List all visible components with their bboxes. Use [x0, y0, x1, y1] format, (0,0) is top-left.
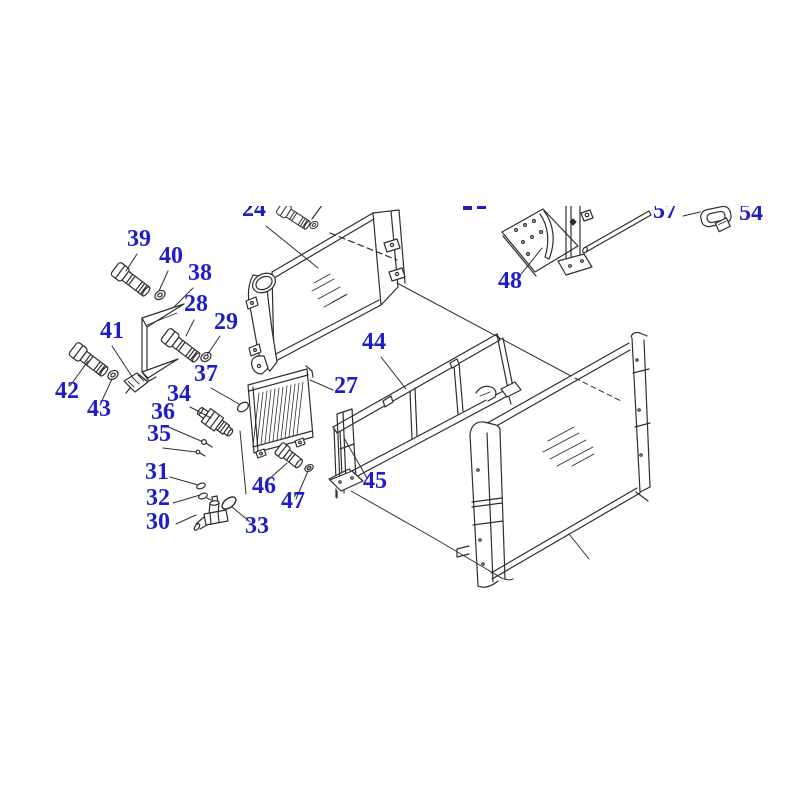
- part-label-45: 45: [363, 468, 387, 494]
- part-label-39: 39: [127, 226, 151, 252]
- rod-57-drawing: [582, 210, 652, 254]
- fitting-34-drawing: [196, 407, 234, 437]
- plug-46-drawing: [274, 442, 304, 469]
- part-label-35: 35: [147, 421, 171, 447]
- part-label-30: 30: [146, 509, 170, 535]
- screw-36-drawing: [201, 439, 213, 448]
- stay-48-drawing: [501, 206, 594, 277]
- washer-43-drawing: [105, 367, 121, 383]
- part-label-44: 44: [362, 329, 386, 355]
- part-label-40: 40: [159, 243, 183, 269]
- radiator-24-drawing: [245, 209, 406, 375]
- washer-40-drawing: [152, 287, 168, 303]
- part-label-47: 47: [281, 488, 305, 514]
- core-right-hatch: [542, 426, 595, 467]
- radiator-core-hatch: [311, 273, 348, 308]
- screw-35-drawing: [195, 449, 206, 457]
- part-label-38: 38: [188, 260, 212, 286]
- part-label-37: 37: [194, 361, 218, 387]
- clipped-label-fragment-1: [463, 206, 472, 210]
- plug-47-drawing: [304, 463, 314, 473]
- part-label-29: 29: [214, 309, 238, 335]
- part-label-24: 24: [242, 196, 266, 222]
- radiator-core-right-drawing: [456, 331, 651, 588]
- part-label-54: 54: [739, 200, 763, 226]
- part-label-34: 34: [167, 381, 191, 407]
- oil-cooler-core-hatch: [252, 381, 304, 447]
- elbow-30-drawing: [193, 495, 229, 531]
- ring-31-drawing: [196, 482, 206, 490]
- part-label-57: 57: [653, 198, 677, 224]
- bracket-38-drawing: [141, 303, 185, 382]
- part-label-32: 32: [146, 485, 170, 511]
- ring-32-drawing: [198, 492, 212, 501]
- part-label-33: 33: [245, 513, 269, 539]
- part-label-27: 27: [334, 373, 358, 399]
- clamp-54-drawing: [700, 206, 732, 233]
- part-label-46: 46: [252, 473, 276, 499]
- clipped-label-fragment-2: [477, 206, 486, 209]
- part-label-42: 42: [55, 378, 79, 404]
- o-ring-33-drawing: [221, 496, 237, 510]
- top-bolt-and-washer-drawing: [275, 206, 398, 261]
- oil-cooler-27-drawing: [239, 365, 314, 495]
- frame-44-drawing: [328, 333, 522, 498]
- bracket-45-drawing: [329, 408, 364, 499]
- bolt-28-drawing: [159, 326, 204, 366]
- bolt-39-drawing: [109, 260, 154, 300]
- part-label-43: 43: [87, 396, 111, 422]
- part-label-41: 41: [100, 318, 124, 344]
- clip-41-drawing: [123, 372, 149, 394]
- bolt-42-drawing: [67, 340, 112, 380]
- leader-lines: [69, 211, 701, 581]
- part-label-28: 28: [184, 291, 208, 317]
- o-ring-37-drawing: [236, 401, 250, 413]
- part-label-36: 36: [151, 399, 175, 425]
- part-label-48: 48: [498, 268, 522, 294]
- part-label-31: 31: [145, 459, 169, 485]
